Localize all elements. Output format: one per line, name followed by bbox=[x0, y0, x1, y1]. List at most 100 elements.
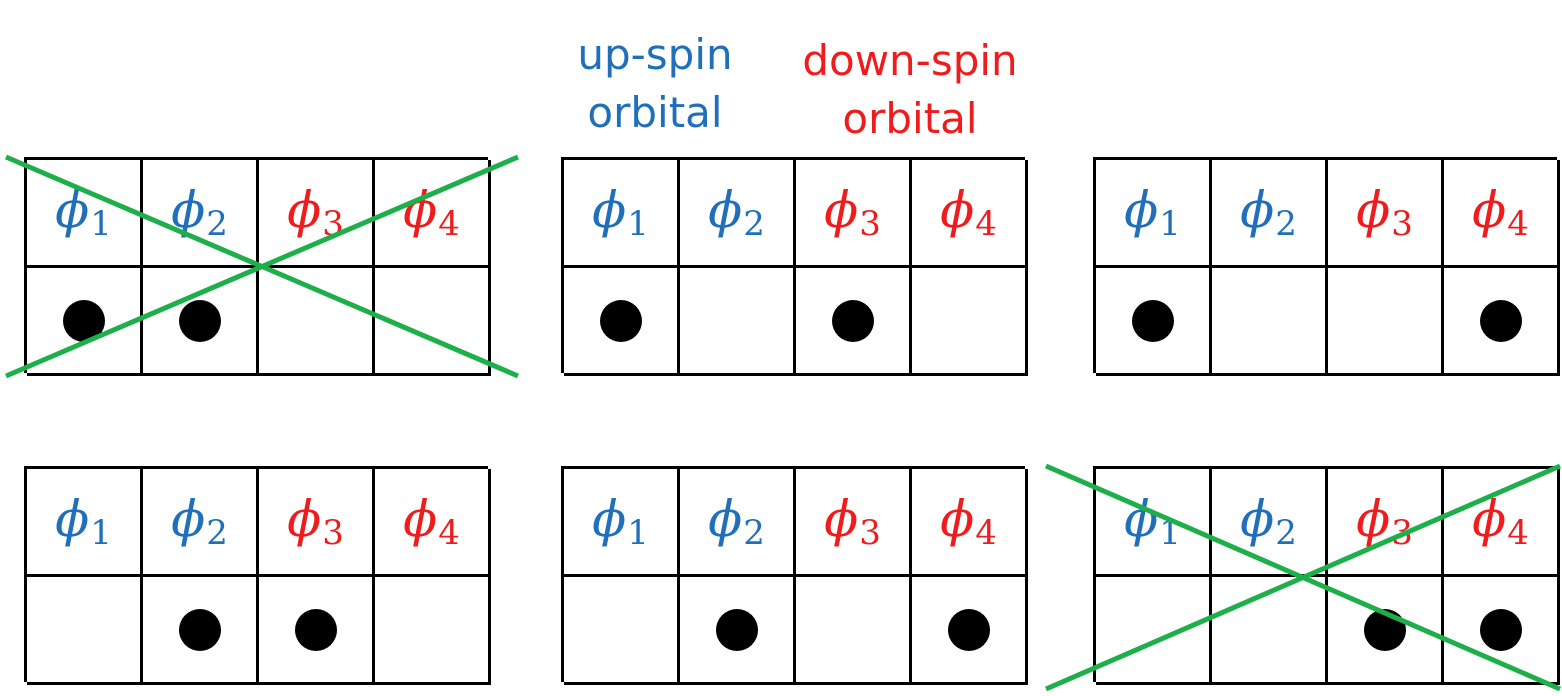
occupation-cell bbox=[1212, 577, 1328, 685]
orbital-index: 3 bbox=[322, 512, 344, 553]
orbital-label-cell: ϕ4 bbox=[375, 160, 491, 268]
orbital-label-cell: ϕ2 bbox=[143, 469, 259, 577]
electron-dot bbox=[599, 299, 642, 342]
orbital-symbol: ϕ bbox=[1356, 180, 1391, 239]
orbital-label-cell: ϕ2 bbox=[1212, 469, 1328, 577]
orbital-symbol: ϕ bbox=[708, 489, 743, 548]
occupation-cell bbox=[375, 268, 491, 376]
orbital-index: 2 bbox=[1275, 203, 1297, 244]
orbital-label-cell: ϕ3 bbox=[259, 469, 375, 577]
orbital-label: ϕ1 bbox=[55, 494, 112, 550]
orbital-label-cell: ϕ4 bbox=[912, 160, 1028, 268]
orbital-index: 4 bbox=[1507, 203, 1529, 244]
orbital-symbol: ϕ bbox=[1124, 180, 1159, 239]
orbital-label: ϕ3 bbox=[824, 494, 881, 550]
electron-dot bbox=[294, 608, 337, 651]
orbital-label: ϕ4 bbox=[940, 494, 997, 550]
occupation-cell bbox=[1444, 268, 1560, 376]
orbital-index: 4 bbox=[438, 203, 460, 244]
orbital-label: ϕ1 bbox=[1124, 494, 1181, 550]
orbital-symbol: ϕ bbox=[1240, 489, 1275, 548]
orbital-label-cell: ϕ3 bbox=[1328, 469, 1444, 577]
orbital-index: 2 bbox=[743, 512, 765, 553]
electron-dot bbox=[178, 608, 221, 651]
electron-dot bbox=[715, 608, 758, 651]
occupation-cell bbox=[27, 577, 143, 685]
orbital-label: ϕ2 bbox=[171, 185, 228, 241]
orbital-index: 2 bbox=[206, 203, 228, 244]
legend-down-spin: down-spin orbital bbox=[790, 32, 1030, 148]
orbital-index: 3 bbox=[859, 203, 881, 244]
legend-down-line1: down-spin bbox=[802, 36, 1018, 85]
orbital-label-cell: ϕ2 bbox=[680, 469, 796, 577]
orbital-label: ϕ1 bbox=[55, 185, 112, 241]
orbital-symbol: ϕ bbox=[824, 489, 859, 548]
orbital-label: ϕ4 bbox=[403, 494, 460, 550]
orbital-label-cell: ϕ1 bbox=[27, 160, 143, 268]
orbital-symbol: ϕ bbox=[940, 489, 975, 548]
orbital-label-cell: ϕ4 bbox=[912, 469, 1028, 577]
orbital-label: ϕ2 bbox=[1240, 494, 1297, 550]
occupation-cell bbox=[564, 577, 680, 685]
occupation-cell bbox=[1328, 577, 1444, 685]
orbital-index: 4 bbox=[438, 512, 460, 553]
occupation-cell bbox=[564, 268, 680, 376]
orbital-symbol: ϕ bbox=[403, 489, 438, 548]
orbital-label-cell: ϕ3 bbox=[1328, 160, 1444, 268]
orbital-index: 1 bbox=[90, 203, 112, 244]
orbital-symbol: ϕ bbox=[287, 489, 322, 548]
occupation-cell bbox=[143, 577, 259, 685]
orbital-label: ϕ2 bbox=[1240, 185, 1297, 241]
orbital-label-cell: ϕ1 bbox=[1096, 160, 1212, 268]
electron-dot bbox=[1131, 299, 1174, 342]
occupation-cell bbox=[1096, 577, 1212, 685]
orbital-symbol: ϕ bbox=[171, 180, 206, 239]
orbital-symbol: ϕ bbox=[592, 180, 627, 239]
legend-down-line2: orbital bbox=[842, 94, 978, 143]
orbital-index: 1 bbox=[1159, 203, 1181, 244]
electron-dot bbox=[947, 608, 990, 651]
electron-dot bbox=[1479, 608, 1522, 651]
electron-dot bbox=[178, 299, 221, 342]
orbital-label-cell: ϕ3 bbox=[796, 469, 912, 577]
occupation-cell bbox=[912, 268, 1028, 376]
orbital-index: 1 bbox=[627, 512, 649, 553]
orbital-symbol: ϕ bbox=[1472, 180, 1507, 239]
orbital-label: ϕ2 bbox=[708, 185, 765, 241]
occupation-cell bbox=[1096, 268, 1212, 376]
occupation-cell bbox=[1444, 577, 1560, 685]
orbital-label: ϕ3 bbox=[287, 494, 344, 550]
orbital-symbol: ϕ bbox=[1356, 489, 1391, 548]
orbital-index: 4 bbox=[1507, 512, 1529, 553]
orbital-symbol: ϕ bbox=[592, 489, 627, 548]
orbital-symbol: ϕ bbox=[171, 489, 206, 548]
orbital-label: ϕ4 bbox=[403, 185, 460, 241]
occupation-cell bbox=[796, 268, 912, 376]
orbital-label: ϕ3 bbox=[824, 185, 881, 241]
orbital-symbol: ϕ bbox=[708, 180, 743, 239]
orbital-label: ϕ1 bbox=[592, 185, 649, 241]
orbital-index: 1 bbox=[1159, 512, 1181, 553]
orbital-label-cell: ϕ3 bbox=[796, 160, 912, 268]
occupation-cell bbox=[912, 577, 1028, 685]
orbital-label: ϕ3 bbox=[1356, 494, 1413, 550]
orbital-label: ϕ3 bbox=[287, 185, 344, 241]
orbital-symbol: ϕ bbox=[1472, 489, 1507, 548]
orbital-index: 3 bbox=[859, 512, 881, 553]
orbital-label: ϕ1 bbox=[592, 494, 649, 550]
orbital-index: 3 bbox=[1391, 512, 1413, 553]
occupation-cell bbox=[1212, 268, 1328, 376]
orbital-label: ϕ2 bbox=[708, 494, 765, 550]
orbital-index: 4 bbox=[975, 512, 997, 553]
orbital-index: 3 bbox=[1391, 203, 1413, 244]
legend-up-line1: up-spin bbox=[577, 30, 733, 79]
orbital-symbol: ϕ bbox=[403, 180, 438, 239]
orbital-label-cell: ϕ1 bbox=[27, 469, 143, 577]
orbital-label: ϕ4 bbox=[940, 185, 997, 241]
orbital-label-cell: ϕ3 bbox=[259, 160, 375, 268]
